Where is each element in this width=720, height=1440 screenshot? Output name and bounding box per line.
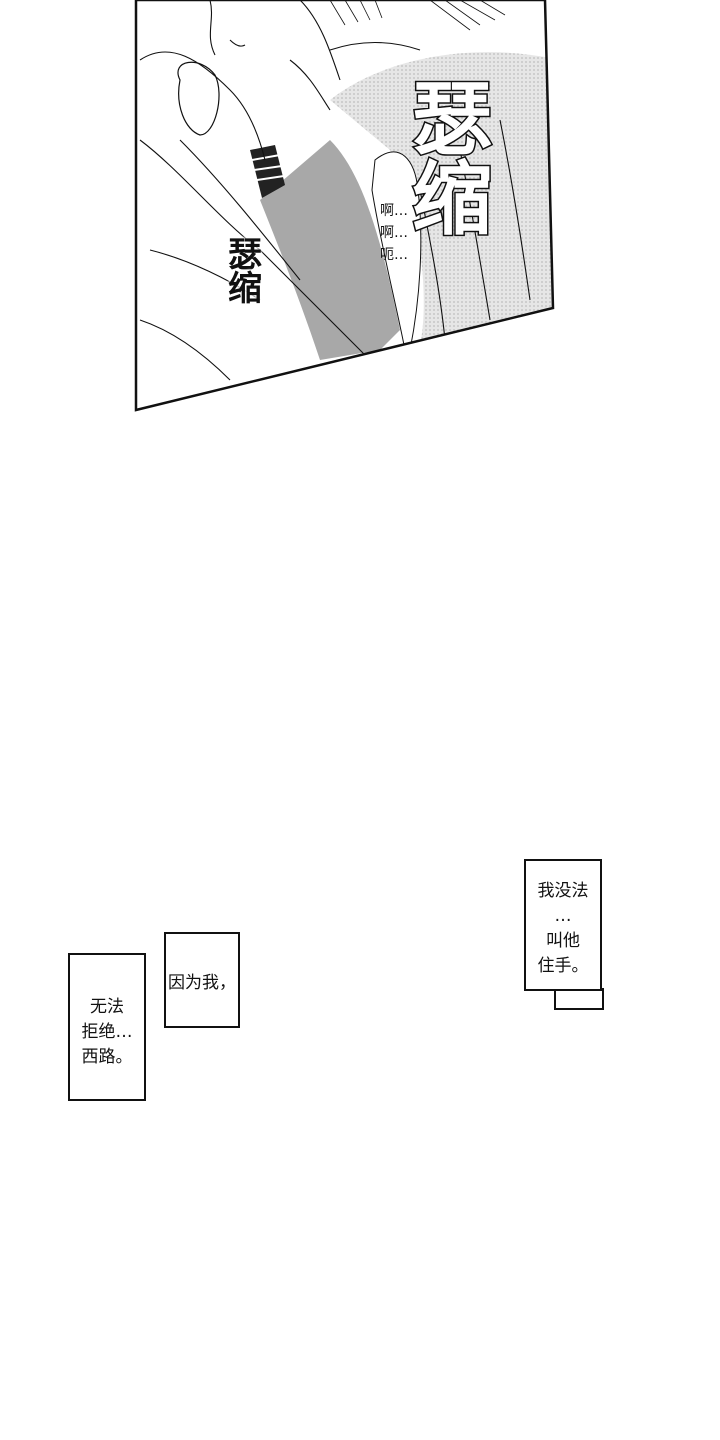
sfx-char: 瑟 [228, 235, 262, 275]
sfx-char: 瑟 [411, 73, 494, 166]
caption-line: 西路。 [81, 1047, 133, 1067]
caption-line: 无法 [90, 997, 124, 1017]
sfx-shiver-large: 瑟 缩 [411, 73, 512, 246]
caption-box-tab [554, 988, 604, 1010]
caption-box-because-of-me: 因为我， [164, 932, 240, 1028]
sfx-shiver-small: 瑟 缩 [228, 238, 278, 306]
sfx-char: 缩 [228, 269, 262, 309]
caption-box-cannot-stop-him: 我没法 … 叫他 住手。 [524, 859, 602, 991]
manga-panel: 瑟 缩 瑟 缩 啊… 啊… 呃… [0, 0, 720, 420]
caption-box-cannot-refuse: 无法 拒绝… 西路。 [68, 953, 146, 1101]
caption-line: 因为我， [168, 973, 236, 993]
caption-line: 拒绝… [81, 1022, 133, 1042]
dialogue-line: 呃… [380, 247, 408, 263]
sfx-char: 缩 [411, 153, 494, 246]
dialogue-line: 啊… [380, 203, 408, 219]
caption-line: … [554, 906, 572, 926]
caption-line: 叫他 [546, 931, 580, 951]
caption-line: 住手。 [537, 956, 589, 976]
caption-line: 我没法 [537, 881, 589, 901]
panel-illustration [134, 0, 555, 412]
dialogue-line: 啊… [380, 225, 408, 241]
speech-bubble-moan: 啊… 啊… 呃… [380, 200, 408, 266]
